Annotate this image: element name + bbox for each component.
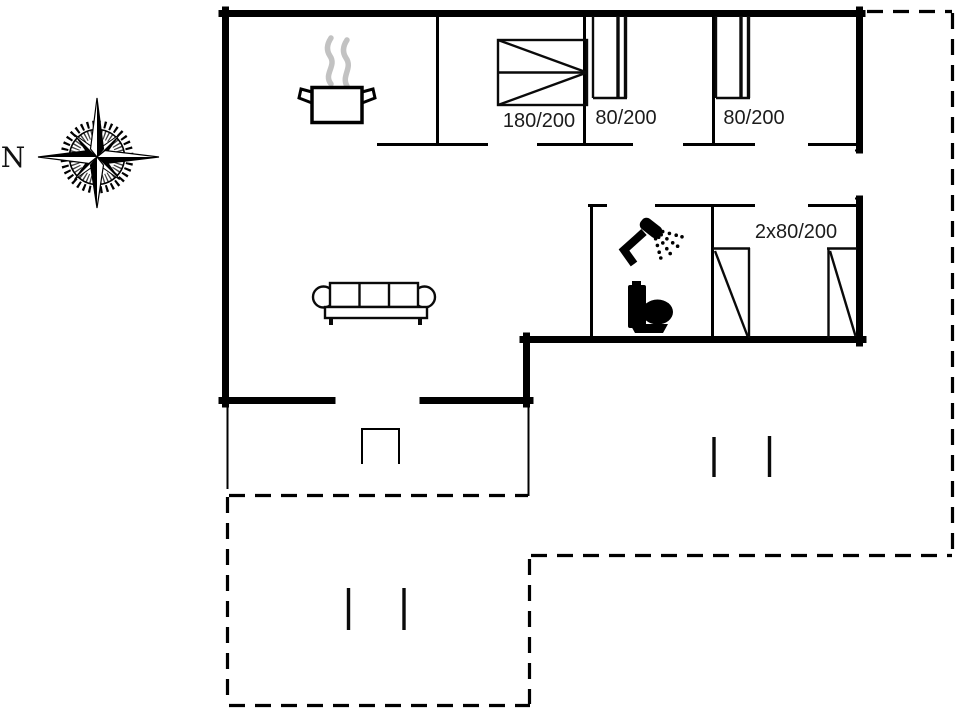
compass-diagonal-points: [73, 133, 121, 181]
kitchen-icons: [297, 35, 377, 125]
bed-single-icon-room2: [591, 16, 628, 100]
label-bed1-size: 180/200: [503, 110, 575, 132]
toilet-icon: [628, 281, 673, 333]
sofa-backrest: [328, 281, 420, 309]
twin-beds-icon-room4: [713, 247, 857, 338]
bed-double-180-icon: [496, 38, 589, 107]
shower-icon: [618, 217, 684, 267]
label-bed3-size: 80/200: [723, 107, 784, 129]
compass-cardinal-points: [37, 97, 160, 209]
compass-rose-icon: [37, 97, 160, 209]
sofa-icon: [311, 281, 437, 325]
bathroom-icons: [618, 217, 684, 333]
terrace-outlines: [225, 9, 955, 708]
exterior-walls: [218, 6, 867, 408]
shower-spray-dots: [653, 229, 684, 260]
steam-icon: [324, 35, 335, 87]
label-bed2-size: 80/200: [595, 107, 656, 129]
cooking-pot-icon: [297, 85, 377, 125]
entrance-step-icon: [361, 428, 400, 464]
steam-icon: [340, 37, 351, 89]
bed-single-icon-room3: [714, 16, 751, 100]
sofa-seat: [323, 305, 429, 320]
label-bed4-size: 2x80/200: [755, 221, 837, 243]
interior-walls: [377, 15, 858, 341]
compass-north-label: N: [1, 141, 26, 174]
